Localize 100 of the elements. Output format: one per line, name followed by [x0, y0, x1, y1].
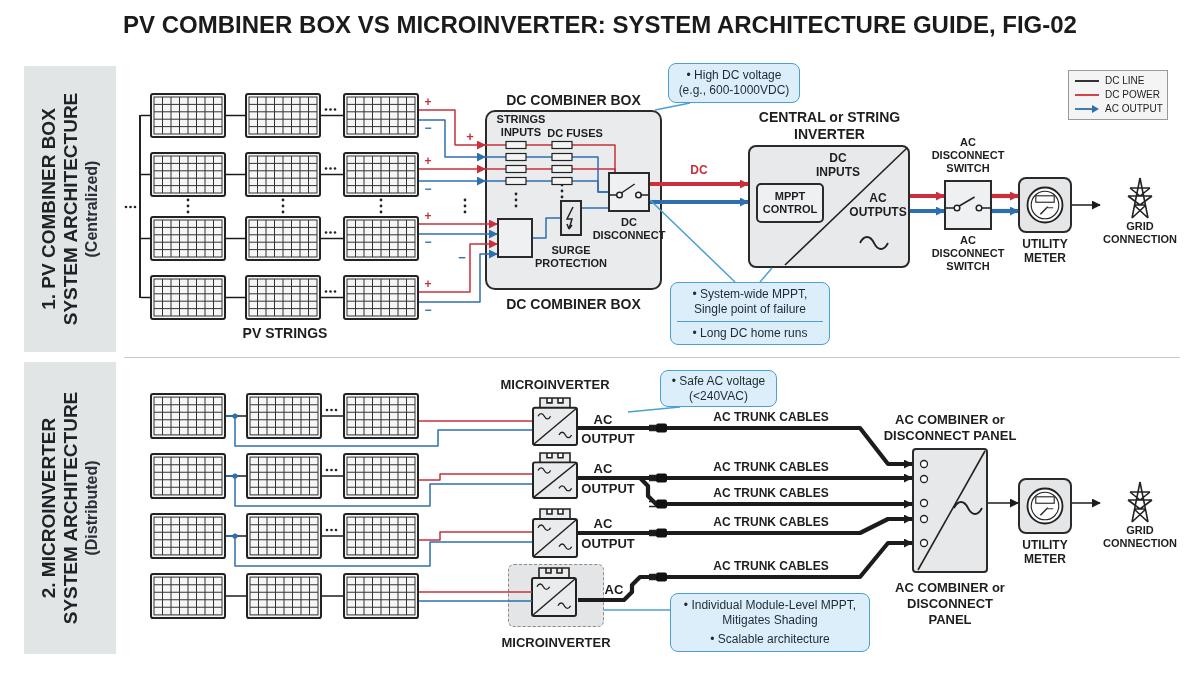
arrow — [650, 197, 749, 207]
connector-line — [321, 475, 344, 477]
diagram-label: DC FUSES — [547, 127, 603, 140]
callout-text: • High DC voltage (e.g., 600-1000VDC) — [677, 68, 791, 98]
connector-line — [225, 475, 533, 507]
diagram-label: PV STRINGS — [242, 325, 328, 341]
connector-line — [321, 535, 344, 537]
arrow — [418, 176, 486, 186]
connector-line — [320, 114, 344, 117]
arrow — [987, 498, 1019, 508]
arrow — [1071, 498, 1101, 508]
connector-line — [225, 114, 246, 117]
arrow — [418, 119, 486, 162]
legend-label: DC POWER — [1105, 89, 1160, 101]
node-heading: MICROINVERTER — [500, 376, 610, 394]
connector-line — [654, 102, 691, 111]
arrow — [1071, 200, 1101, 210]
legend-label: AC OUTPUT — [1105, 103, 1163, 115]
diagram-label: AC — [604, 582, 624, 597]
node-heading: AC DISCONNECT SWITCH — [930, 136, 1006, 175]
input-terminal-box — [497, 218, 533, 258]
connector-line — [418, 600, 533, 602]
arrow — [992, 206, 1019, 216]
connector-line — [225, 173, 246, 176]
section-subtitle: (Centralized) — [82, 160, 101, 258]
edge-label: DC — [688, 164, 710, 177]
diagram-label: OUTPUT — [581, 536, 635, 551]
edge-label: AC TRUNK CABLES — [711, 487, 831, 500]
diagram-label: OUTPUT — [581, 431, 635, 446]
connector-line — [627, 406, 681, 413]
node-label: UTILITY METER — [1021, 237, 1069, 265]
connector-line — [140, 173, 151, 176]
connector-line — [225, 535, 533, 567]
arrow — [578, 514, 913, 536]
connector-line — [225, 415, 533, 447]
connector-line — [321, 415, 344, 417]
connector-line — [225, 296, 246, 299]
node-label: MPPT CONTROL — [761, 190, 819, 216]
section-title: 2. MICROINVERTER SYSTEM ARCHITECTURE — [38, 390, 82, 627]
arrow — [418, 229, 498, 239]
callout-text: • Safe AC voltage (<240VAC) — [670, 373, 767, 404]
node-label: SURGE PROTECTION — [533, 244, 609, 270]
arrow — [578, 538, 913, 603]
connector-line — [320, 173, 344, 176]
section-band — [24, 66, 116, 352]
arrow — [418, 164, 486, 174]
callout-text: • Long DC home runs — [677, 320, 823, 341]
node-caption: AC COMBINER or DISCONNECT PANEL — [894, 580, 1006, 628]
callout-bubble — [670, 282, 830, 345]
arrow — [992, 191, 1019, 201]
node-caption: AC DISCONNECT SWITCH — [930, 234, 1006, 273]
connector-line — [140, 237, 151, 240]
connector-line — [759, 267, 773, 283]
connector-line — [418, 420, 533, 422]
diagram-label: AC — [593, 461, 613, 476]
callout-text: • System-wide MPPT, Single point of failure — [691, 286, 809, 317]
arrow — [910, 191, 945, 201]
connector-line — [320, 296, 344, 299]
diagram-label: AC — [593, 412, 613, 427]
node-heading: DC COMBINER BOX — [506, 91, 641, 110]
arrow — [578, 425, 913, 469]
connector-line — [320, 237, 344, 240]
arrow — [418, 249, 498, 303]
callout-bubble — [670, 593, 870, 652]
section-title: 1. PV COMBINER BOX SYSTEM ARCHITECTURE — [38, 91, 82, 328]
connector-line — [321, 595, 344, 597]
connector-line — [225, 237, 246, 240]
control-box — [756, 183, 824, 223]
diagram-label: + — [466, 130, 474, 143]
arrow — [910, 206, 945, 216]
connector-line — [418, 473, 533, 481]
connector-line — [140, 114, 151, 117]
node-label: GRID CONNECTION — [1102, 524, 1178, 550]
callout-bubble — [668, 63, 800, 103]
arrow — [418, 239, 498, 293]
arrow — [418, 109, 486, 150]
edge-label: AC TRUNK CABLES — [711, 560, 831, 573]
edge-label: AC TRUNK CABLES — [711, 516, 831, 529]
connector-line — [532, 217, 561, 239]
arrow — [418, 219, 498, 229]
connector-line — [581, 207, 609, 209]
diagram-label: STRINGS INPUTS — [495, 113, 547, 139]
diagram-label: AC — [593, 516, 613, 531]
node-label: GRID CONNECTION — [1102, 220, 1178, 246]
connector-line — [603, 609, 671, 611]
connector-line — [225, 595, 247, 597]
node-label: AC OUTPUTS — [848, 191, 908, 219]
connector-line — [484, 168, 616, 173]
node-caption: DC COMBINER BOX — [506, 295, 641, 314]
edge-label: AC TRUNK CABLES — [711, 411, 831, 424]
connector-line — [649, 199, 736, 283]
callout-text: • Individual Module-Level MPPT, Mitigates Shading — [682, 598, 858, 628]
diagram-label: − — [458, 251, 466, 264]
node-label: UTILITY METER — [1021, 538, 1069, 566]
node-heading: AC COMBINER or DISCONNECT PANEL — [882, 412, 1018, 444]
arrow — [650, 179, 749, 189]
connector-line — [484, 180, 609, 193]
diagram-title: PV COMBINER BOX VS MICROINVERTER: SYSTEM ARCHITECTURE GUIDE, FIG-02 — [123, 10, 1077, 40]
section-band — [24, 362, 116, 654]
connector-line — [140, 296, 151, 299]
